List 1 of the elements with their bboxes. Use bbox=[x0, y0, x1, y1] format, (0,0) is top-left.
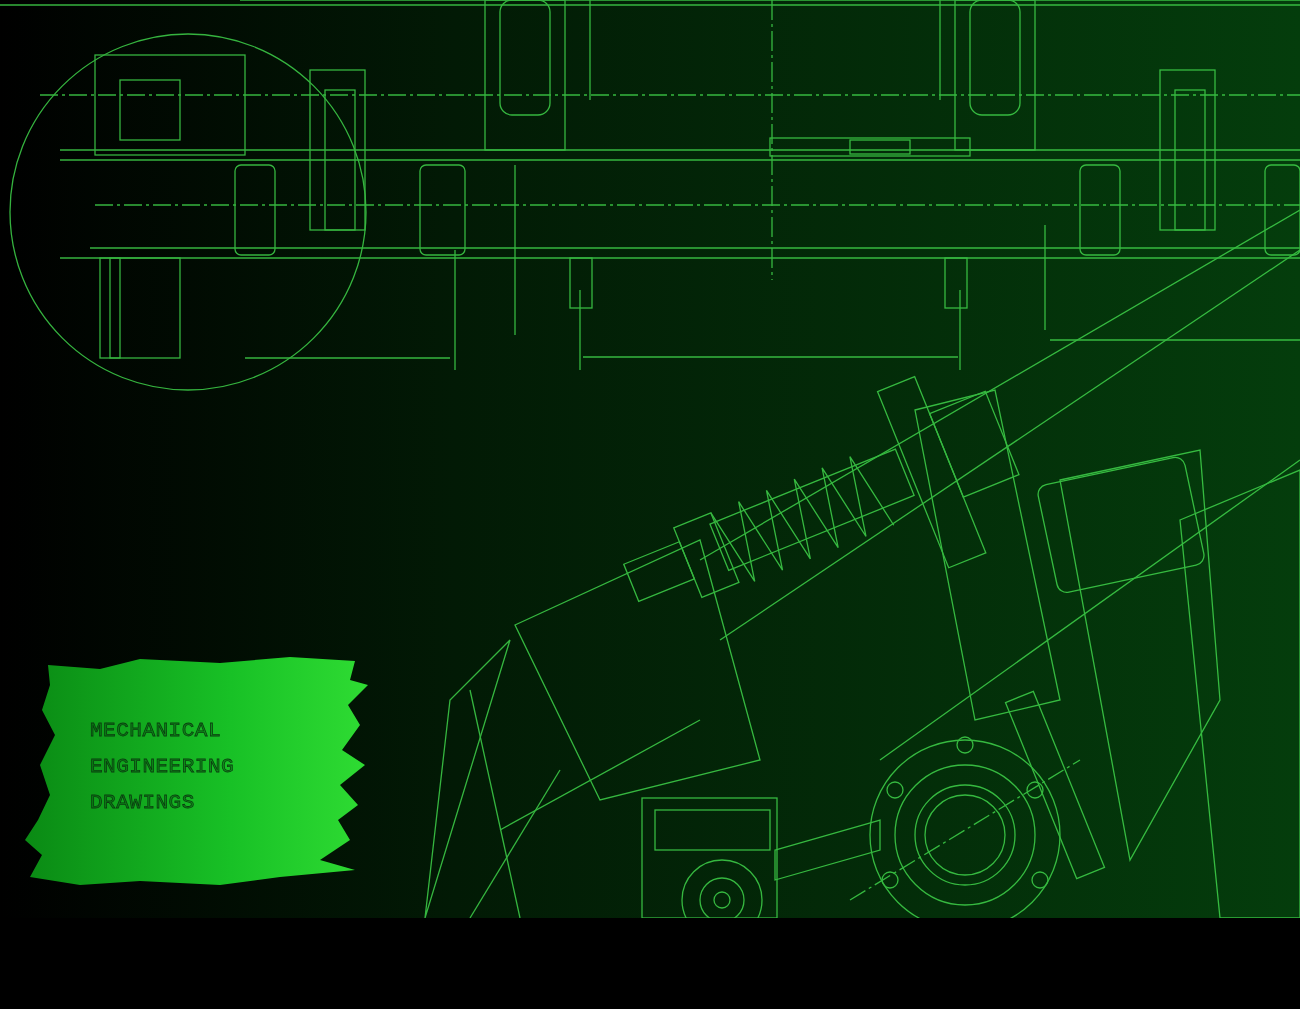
banner-title: MECHANICAL ENGINEERING DRAWINGS bbox=[90, 718, 236, 816]
